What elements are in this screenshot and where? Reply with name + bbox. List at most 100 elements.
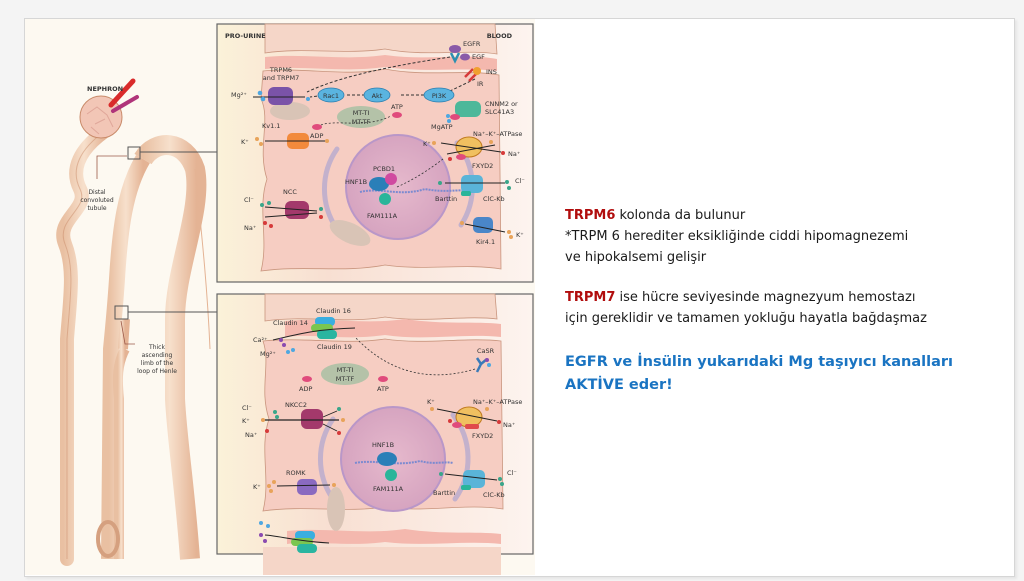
trpm6-paragraph-line1: TRPM6 kolonda da bulunur xyxy=(565,205,995,226)
mito-label-1: MT-TI xyxy=(353,109,370,117)
mito-label-bottom-1: MT-TI xyxy=(337,366,354,374)
blood-header: BLOOD xyxy=(487,32,513,40)
ncc-label: NCC xyxy=(283,188,297,196)
cnnm2-transporter xyxy=(446,101,481,123)
trpm6-line1-rest: kolonda da bulunur xyxy=(615,208,746,223)
fxyd2-label-bottom: FXYD2 xyxy=(472,432,493,440)
dct-label-2: convoluted xyxy=(80,197,114,204)
atp-label-bottom: ATP xyxy=(377,385,389,393)
tal-label-2: ascending xyxy=(142,352,173,359)
kir41-channel xyxy=(460,217,513,239)
k-lumen-label: K⁺ xyxy=(253,483,261,491)
pi3k-label: PI3K xyxy=(432,92,447,100)
cnnm2-label-1: CNNM2 or xyxy=(485,100,518,108)
clc-kb-channel xyxy=(438,175,511,196)
na-ion-label-bottom: Na⁺ xyxy=(245,431,257,439)
adp-label-bottom: ADP xyxy=(299,385,312,393)
tal-label-3: limb of the xyxy=(141,360,174,367)
cl-out-label: Cl⁻ xyxy=(515,177,525,185)
trpm7-paragraph-line1: TRPM7 ise hücre seviyesinde magnezyum he… xyxy=(565,287,995,308)
tal-label-1: Thick xyxy=(148,344,165,351)
kv11-label: Kv1.1 xyxy=(262,122,280,130)
egf-label: EGF xyxy=(472,53,485,61)
na-ion-label: Na⁺ xyxy=(244,224,256,232)
trpm7-line1-rest: ise hücre seviyesinde magnezyum hemostaz… xyxy=(615,290,916,305)
claudin16-label: Claudin 16 xyxy=(316,307,351,315)
cl-out-label-bottom: Cl⁻ xyxy=(507,469,517,477)
trpm7-paragraph-line2: için gereklidir ve tamamen yokluğu hayat… xyxy=(565,311,927,326)
mito-label-2: MT-TF xyxy=(352,118,371,126)
nkcc2-label: NKCC2 xyxy=(285,401,307,409)
explanation-text: TRPM6 kolonda da bulunur *TRPM 6 heredit… xyxy=(565,205,995,397)
mgatp-label: MgATP xyxy=(431,123,453,131)
insulin-receptor xyxy=(464,67,481,82)
fam111a-label: FAM111A xyxy=(367,212,398,220)
tal-label-4: loop of Henle xyxy=(137,368,177,375)
trpm-label-1: TRPM6 xyxy=(269,66,292,74)
rac1-label: Rac1 xyxy=(323,92,339,100)
egfr-receptor xyxy=(449,45,470,64)
egfr-note-line1: EGFR ve İnsülin yukarıdaki Mg taşıyıcı k… xyxy=(565,354,953,370)
dct-label-1: Distal xyxy=(88,189,105,196)
dct-label-3: tubule xyxy=(87,205,106,212)
fxyd2-label: FXYD2 xyxy=(472,162,493,170)
nephron-illustration: NEPHRON Distal convoluted tubule Thick a… xyxy=(56,78,217,566)
pro-urine-header: PRO-URINE xyxy=(225,32,266,40)
claudin19-label: Claudin 19 xyxy=(317,343,352,351)
k-out-label: K⁺ xyxy=(423,140,431,148)
dct-marker xyxy=(127,146,141,160)
nak-atpase-label: Na⁺–K⁺–ATPase xyxy=(473,130,522,138)
romk-channel xyxy=(267,479,336,495)
barttin-label-bottom: Barttin xyxy=(433,489,455,497)
ca-ion-label: Ca²⁺ xyxy=(253,336,268,344)
ir-label: IR xyxy=(477,80,484,88)
kv11-channel xyxy=(255,133,329,149)
kir41-label: Kir4.1 xyxy=(476,238,495,246)
trpm6-highlight: TRPM6 xyxy=(565,208,616,223)
na-k-atpase-pump xyxy=(432,136,505,161)
mito-label-bottom-2: MT-TF xyxy=(336,375,355,383)
na-out-label: Na⁺ xyxy=(508,150,520,158)
claudin-complex xyxy=(272,317,356,354)
egfr-note-line2: AKTİVE eder! xyxy=(565,377,673,393)
clc-kb-channel-bottom xyxy=(439,470,504,490)
adp-label: ADP xyxy=(310,132,323,140)
k-blood-label: K⁺ xyxy=(516,231,524,239)
mg-ion-label-bottom: Mg²⁺ xyxy=(260,350,276,358)
nak-atpase-label-bottom: Na⁺–K⁺–ATPase xyxy=(473,398,522,406)
romk-label: ROMK xyxy=(286,469,306,477)
ncc-channel xyxy=(260,201,323,228)
barttin-label: Barttin xyxy=(435,195,457,203)
tal-cell-panel: Claudin 16 Claudin 14 Claudin 19 Ca²⁺ Mg… xyxy=(216,293,534,575)
ins-label: INS xyxy=(486,68,497,76)
k-out-label-bottom: K⁺ xyxy=(427,398,435,406)
trpm6-trpm7-channel xyxy=(253,87,310,105)
fam111a-label-bottom: FAM111A xyxy=(373,485,404,493)
egfr-label: EGFR xyxy=(463,40,481,48)
nephron-transport-figure: NEPHRON Distal convoluted tubule Thick a… xyxy=(25,19,535,575)
clc-kb-label: ClC-Kb xyxy=(483,195,505,203)
casr-receptor xyxy=(354,336,491,376)
cnnm2-label-2: SLC41A3 xyxy=(485,108,514,116)
akt-label: Akt xyxy=(372,92,383,100)
cl-ion-label-bottom: Cl⁻ xyxy=(242,404,252,412)
pcbd1-label: PCBD1 xyxy=(373,165,395,173)
mg-ion-label: Mg²⁺ xyxy=(231,91,247,99)
trpm7-highlight: TRPM7 xyxy=(565,290,616,305)
hnf1b-label: HNF1B xyxy=(345,178,367,186)
claudin-complex-bottom xyxy=(259,521,330,553)
dct-cell-panel: PRO-URINE BLOOD TRPM6 and TRPM7 Mg²⁺ Kv1… xyxy=(216,23,534,283)
casr-label: CaSR xyxy=(477,347,495,355)
trpm-label-2: and TRPM7 xyxy=(263,74,299,82)
cl-ion-label: Cl⁻ xyxy=(244,196,254,204)
k-ion-label-bottom: K⁺ xyxy=(242,417,250,425)
clc-kb-label-bottom: ClC-Kb xyxy=(483,491,505,499)
trpm6-paragraph-line2: *TRPM 6 herediter eksikliğinde ciddi hip… xyxy=(565,229,909,244)
nkcc2-channel xyxy=(261,407,345,435)
hnf1b-complex xyxy=(369,158,444,205)
signaling-cascade xyxy=(306,56,476,103)
egfr-insulin-note: EGFR ve İnsülin yukarıdaki Mg taşıyıcı k… xyxy=(565,351,995,397)
atp-label: ATP xyxy=(391,103,403,111)
hnf1b-complex-bottom xyxy=(377,452,397,481)
k-ion-label: K⁺ xyxy=(241,138,249,146)
